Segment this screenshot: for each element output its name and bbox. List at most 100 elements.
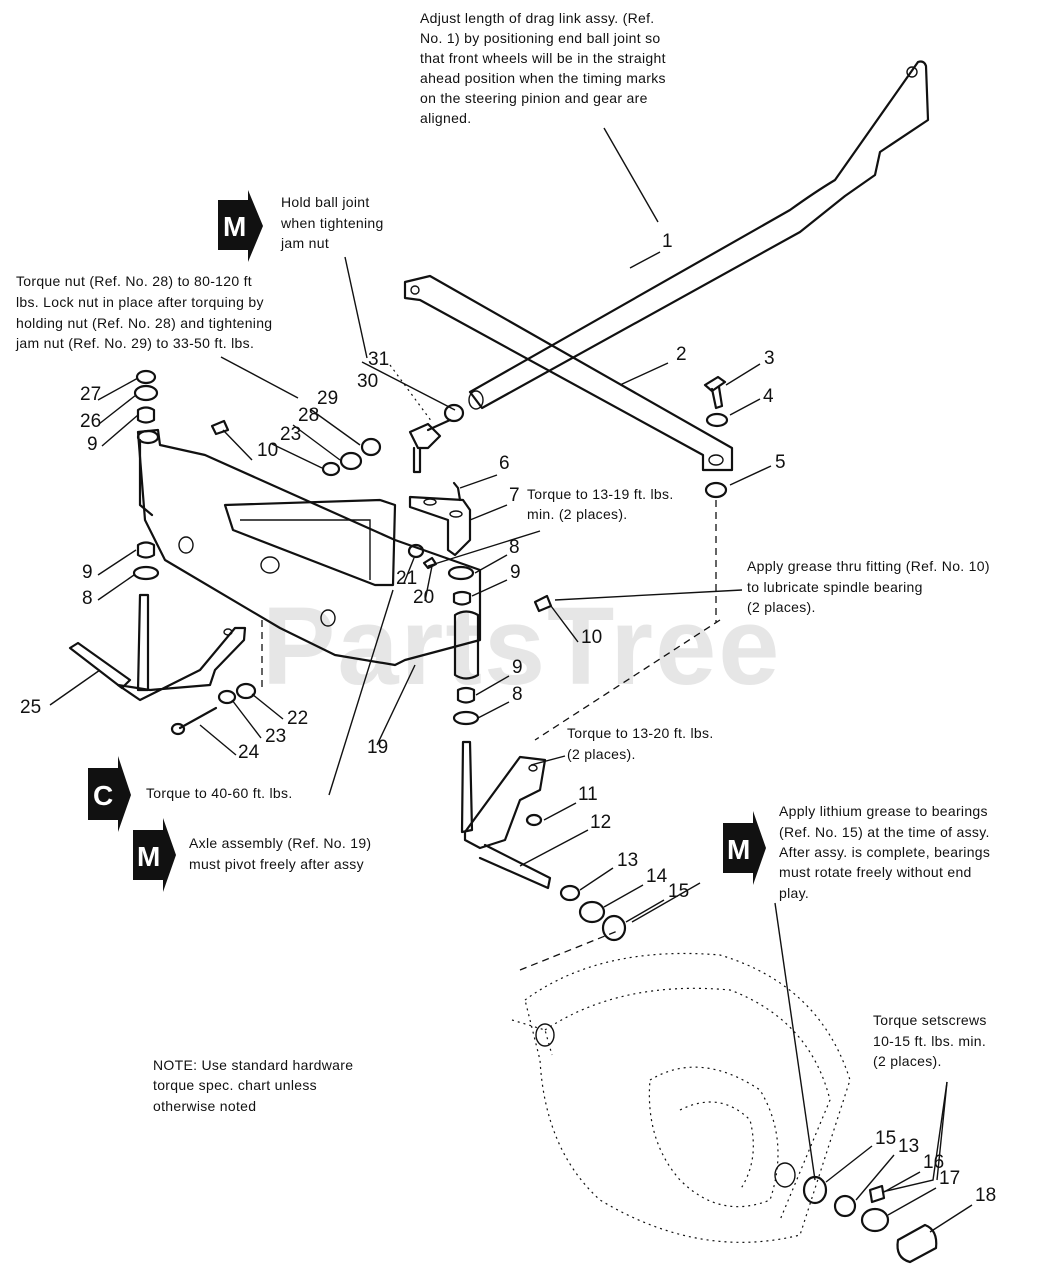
callout-11: 11 bbox=[578, 784, 598, 805]
callout-8: 8 bbox=[82, 588, 93, 609]
drag-link-assembly bbox=[468, 60, 930, 410]
nut-21 bbox=[407, 543, 425, 559]
bushing-9-upper bbox=[452, 590, 472, 606]
nut-11 bbox=[525, 813, 543, 827]
note-setscrews: Torque setscrews 10-15 ft. lbs. min. (2 … bbox=[873, 1012, 991, 1069]
callout-29: 29 bbox=[317, 388, 338, 409]
note-axle-assembly: Axle assembly (Ref. No. 19) must pivot f… bbox=[189, 835, 376, 872]
callout-8: 8 bbox=[509, 537, 520, 558]
note-torque-13-20: Torque to 13-20 ft. lbs. (2 places). bbox=[567, 725, 718, 762]
washer-23-top bbox=[321, 461, 341, 477]
screw-20 bbox=[422, 556, 438, 570]
callout-20: 20 bbox=[413, 587, 434, 608]
setscrew-16 bbox=[868, 1184, 886, 1204]
callout-13: 13 bbox=[898, 1136, 919, 1157]
callout-8: 8 bbox=[512, 684, 523, 705]
callout-12: 12 bbox=[590, 812, 611, 833]
note-hold-ball-joint: Hold ball joint when tightening jam nut bbox=[280, 194, 388, 251]
callout-9: 9 bbox=[87, 434, 98, 455]
callout-5: 5 bbox=[775, 452, 786, 473]
axle-assembly-19 bbox=[136, 428, 482, 667]
badge-m-axle: M bbox=[133, 818, 176, 892]
bearing-15-lower bbox=[802, 1175, 828, 1205]
bolt-3 bbox=[703, 375, 727, 410]
right-spindle bbox=[460, 740, 552, 890]
callout-2: 2 bbox=[676, 344, 687, 365]
callout-9: 9 bbox=[82, 562, 93, 583]
callout-6: 6 bbox=[499, 453, 510, 474]
watermark-text: PartsTree bbox=[262, 585, 781, 708]
callout-7: 7 bbox=[509, 485, 520, 506]
washer-4 bbox=[705, 412, 729, 428]
callout-28: 28 bbox=[298, 405, 319, 426]
left-spindle-25 bbox=[68, 593, 247, 702]
callout-1: 1 bbox=[662, 231, 673, 252]
callout-10: 10 bbox=[257, 440, 278, 461]
note-standard-hardware: NOTE: Use standard hardware torque spec.… bbox=[153, 1057, 358, 1114]
callout-9: 9 bbox=[510, 562, 521, 583]
bushing-9-left bbox=[136, 541, 156, 559]
callout-14: 14 bbox=[646, 866, 668, 887]
seal-13-upper bbox=[559, 884, 581, 902]
callout-22: 22 bbox=[287, 708, 308, 729]
front-wheel bbox=[511, 952, 851, 1243]
washer-23-lower bbox=[217, 689, 237, 705]
callout-21: 21 bbox=[396, 568, 417, 589]
bushing-9-lower bbox=[456, 686, 476, 704]
nut-28 bbox=[339, 451, 363, 471]
callout-4: 4 bbox=[763, 386, 774, 407]
seal-13-lower bbox=[833, 1194, 857, 1218]
bolt-24 bbox=[178, 706, 218, 730]
callout-23: 23 bbox=[280, 424, 301, 445]
collar-17 bbox=[860, 1207, 890, 1233]
nut-27 bbox=[135, 369, 157, 385]
hub-cap-18 bbox=[896, 1223, 938, 1264]
washer-8-left bbox=[132, 565, 160, 581]
note-drag-link: Adjust length of drag link assy. (Ref. N… bbox=[420, 10, 670, 126]
svg-text:C: C bbox=[93, 780, 113, 811]
callout-17: 17 bbox=[939, 1168, 960, 1189]
washer-8-upper bbox=[447, 565, 475, 581]
note-torque-13-19: Torque to 13-19 ft. lbs. min. (2 places)… bbox=[527, 486, 678, 522]
badge-m-top: M bbox=[218, 190, 263, 262]
callout-25: 25 bbox=[20, 697, 41, 718]
callout-24: 24 bbox=[238, 742, 260, 763]
spacer-5 bbox=[704, 481, 728, 499]
bearing-15-upper bbox=[601, 914, 627, 942]
callout-26: 26 bbox=[80, 411, 101, 432]
spindle-tube bbox=[453, 610, 480, 680]
badge-m-bearing: M bbox=[723, 811, 766, 885]
callout-3: 3 bbox=[764, 348, 775, 369]
callout-15: 15 bbox=[875, 1128, 896, 1149]
washer-8-lower bbox=[452, 710, 480, 726]
note-lithium-grease: Apply lithium grease to bearings (Ref. N… bbox=[779, 803, 994, 901]
leader-lines bbox=[49, 127, 973, 1233]
callout-18: 18 bbox=[975, 1185, 996, 1206]
svg-text:M: M bbox=[727, 834, 750, 865]
callout-9: 9 bbox=[512, 657, 523, 678]
callout-19: 19 bbox=[367, 737, 388, 758]
callout-16: 16 bbox=[923, 1152, 944, 1173]
note-torque-40-60: Torque to 40-60 ft. lbs. bbox=[146, 785, 293, 801]
washer-14 bbox=[578, 900, 606, 924]
spacer-22 bbox=[235, 682, 257, 700]
bushing-9-top bbox=[136, 406, 156, 424]
callout-13: 13 bbox=[617, 850, 638, 871]
tie-rod bbox=[403, 274, 734, 472]
ball-joint-30 bbox=[408, 422, 442, 450]
nut-31 bbox=[443, 403, 465, 423]
steering-bracket-7 bbox=[408, 481, 472, 557]
badge-c: C bbox=[88, 756, 131, 832]
grease-fitting-10-left bbox=[210, 419, 230, 436]
callout-30: 30 bbox=[357, 371, 378, 392]
svg-text:M: M bbox=[137, 841, 160, 872]
jam-nut-29 bbox=[360, 437, 382, 457]
washer-26 bbox=[133, 384, 159, 402]
callout-31: 31 bbox=[368, 349, 389, 370]
callout-15: 15 bbox=[668, 881, 689, 902]
callout-10: 10 bbox=[581, 627, 602, 648]
callout-27: 27 bbox=[80, 384, 101, 405]
